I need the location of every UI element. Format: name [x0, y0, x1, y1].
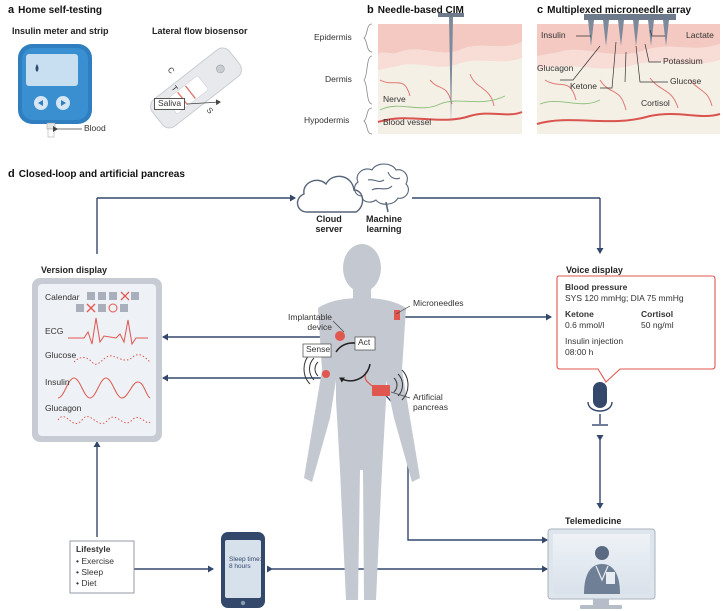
ketone-analyte-label: Ketone [570, 81, 597, 91]
tablet-glucose-label: Glucose [45, 350, 77, 360]
lactate-analyte-label: Lactate [686, 30, 714, 40]
act-label: Act [358, 337, 371, 347]
connector-lines [93, 194, 604, 573]
sense-label: Sense [306, 344, 331, 354]
glucose-meter [18, 44, 92, 138]
implantable-line-2: device [307, 321, 332, 332]
lifestyle-box [69, 540, 135, 594]
tablet-calendar-label: Calendar [45, 292, 80, 302]
panel-b-title-text: Needle-based CIM [377, 5, 464, 16]
telemedicine-monitor [547, 528, 656, 609]
glucose-analyte-label: Glucose [670, 76, 702, 86]
telemedicine-label: Telemedicine [565, 516, 622, 526]
panel-d-title-text: Closed-loop and artificial pancreas [18, 169, 185, 180]
panel-c-title-text: Multiplexed microneedle array [547, 5, 692, 16]
voice-display-label: Voice display [566, 265, 623, 275]
voice-cortisol-value: 50 ng/ml [641, 320, 674, 330]
microneedles-label: Microneedles [413, 298, 464, 308]
panel-a-letter: a [8, 4, 15, 16]
panel-d-letter: d [8, 168, 15, 180]
human-body-silhouette [304, 244, 420, 600]
voice-ketone-title: Ketone [565, 309, 594, 319]
phone-line-2: 8 hours [229, 563, 251, 571]
skin-cross-section-c [536, 14, 721, 134]
cortisol-analyte-label: Cortisol [641, 98, 670, 108]
blood-vessel-label: Blood vessel [383, 117, 432, 127]
phone-sleep-time: Sleep time:8 hours [229, 556, 262, 571]
lifestyle-item-exercise: • Exercise [76, 556, 114, 566]
doctor-icon [584, 546, 620, 594]
ml-line-1: Machine [365, 214, 402, 224]
tablet-glucagon-label: Glucagon [45, 403, 82, 413]
hypodermis-label: Hypodermis [304, 115, 350, 125]
microphone-icon [587, 382, 613, 426]
tablet-device [32, 278, 162, 442]
brain-icon [353, 163, 409, 213]
cloud-line-1: Cloud [316, 214, 342, 224]
tablet-insulin-label: Insulin [45, 377, 70, 387]
lifestyle-item-sleep-text: Sleep [81, 567, 104, 577]
act-label-box [354, 336, 376, 351]
sense-label-box [302, 343, 332, 358]
voice-insulin-value: 08:00 h [565, 347, 594, 357]
phone-line-1: Sleep time: [229, 556, 262, 563]
insulin-analyte-label: Insulin [541, 30, 566, 40]
dermis-label: Dermis [325, 74, 352, 84]
body-devices [303, 305, 411, 401]
meter-title: Insulin meter and strip [12, 26, 109, 36]
blood-label: Blood [84, 123, 106, 133]
voice-insulin-title: Insulin injection [565, 336, 624, 346]
panel-b-letter: b [367, 4, 374, 16]
lifestyle-item-exercise-text: Exercise [81, 556, 114, 566]
cloud-line-2: server [315, 224, 343, 235]
nerve-label: Nerve [383, 94, 406, 104]
glucagon-analyte-label: Glucagon [537, 63, 574, 73]
lifestyle-item-diet-text: Diet [81, 578, 97, 588]
lifestyle-item-diet: • Diet [76, 578, 97, 588]
skin-cross-section-b [363, 13, 523, 135]
lateral-flow-biosensor [150, 47, 242, 129]
blood-drop-icon [35, 64, 39, 72]
voice-ketone-value: 0.6 mmol/l [565, 320, 605, 330]
voice-bp-title: Blood pressure [565, 282, 628, 292]
version-display-label: Version display [41, 265, 108, 275]
lifestyle-item-sleep: • Sleep [76, 567, 104, 577]
voice-display-bubble [556, 275, 716, 383]
smartphone-device [221, 532, 265, 608]
cloud-icon [296, 175, 364, 213]
panel-c-letter: c [537, 4, 544, 16]
implantable-line-1: Implantable [288, 312, 332, 322]
saliva-label: Saliva [154, 98, 186, 110]
lifestyle-title: Lifestyle [76, 544, 111, 554]
artificial-line-1: Artificial [413, 392, 443, 402]
lfa-title: Lateral flow biosensor [152, 26, 248, 36]
epidermis-label: Epidermis [314, 32, 352, 42]
tablet-ecg-label: ECG [45, 326, 64, 336]
artificial-line-2: pancreas [413, 401, 448, 412]
voice-cortisol-title: Cortisol [641, 309, 674, 319]
potassium-analyte-label: Potassium [663, 56, 703, 66]
ml-line-2: learning [366, 224, 402, 235]
voice-bp-value: SYS 120 mmHg; DIA 75 mmHg [565, 293, 684, 303]
panel-a-title-text: Home self-testing [18, 5, 103, 16]
